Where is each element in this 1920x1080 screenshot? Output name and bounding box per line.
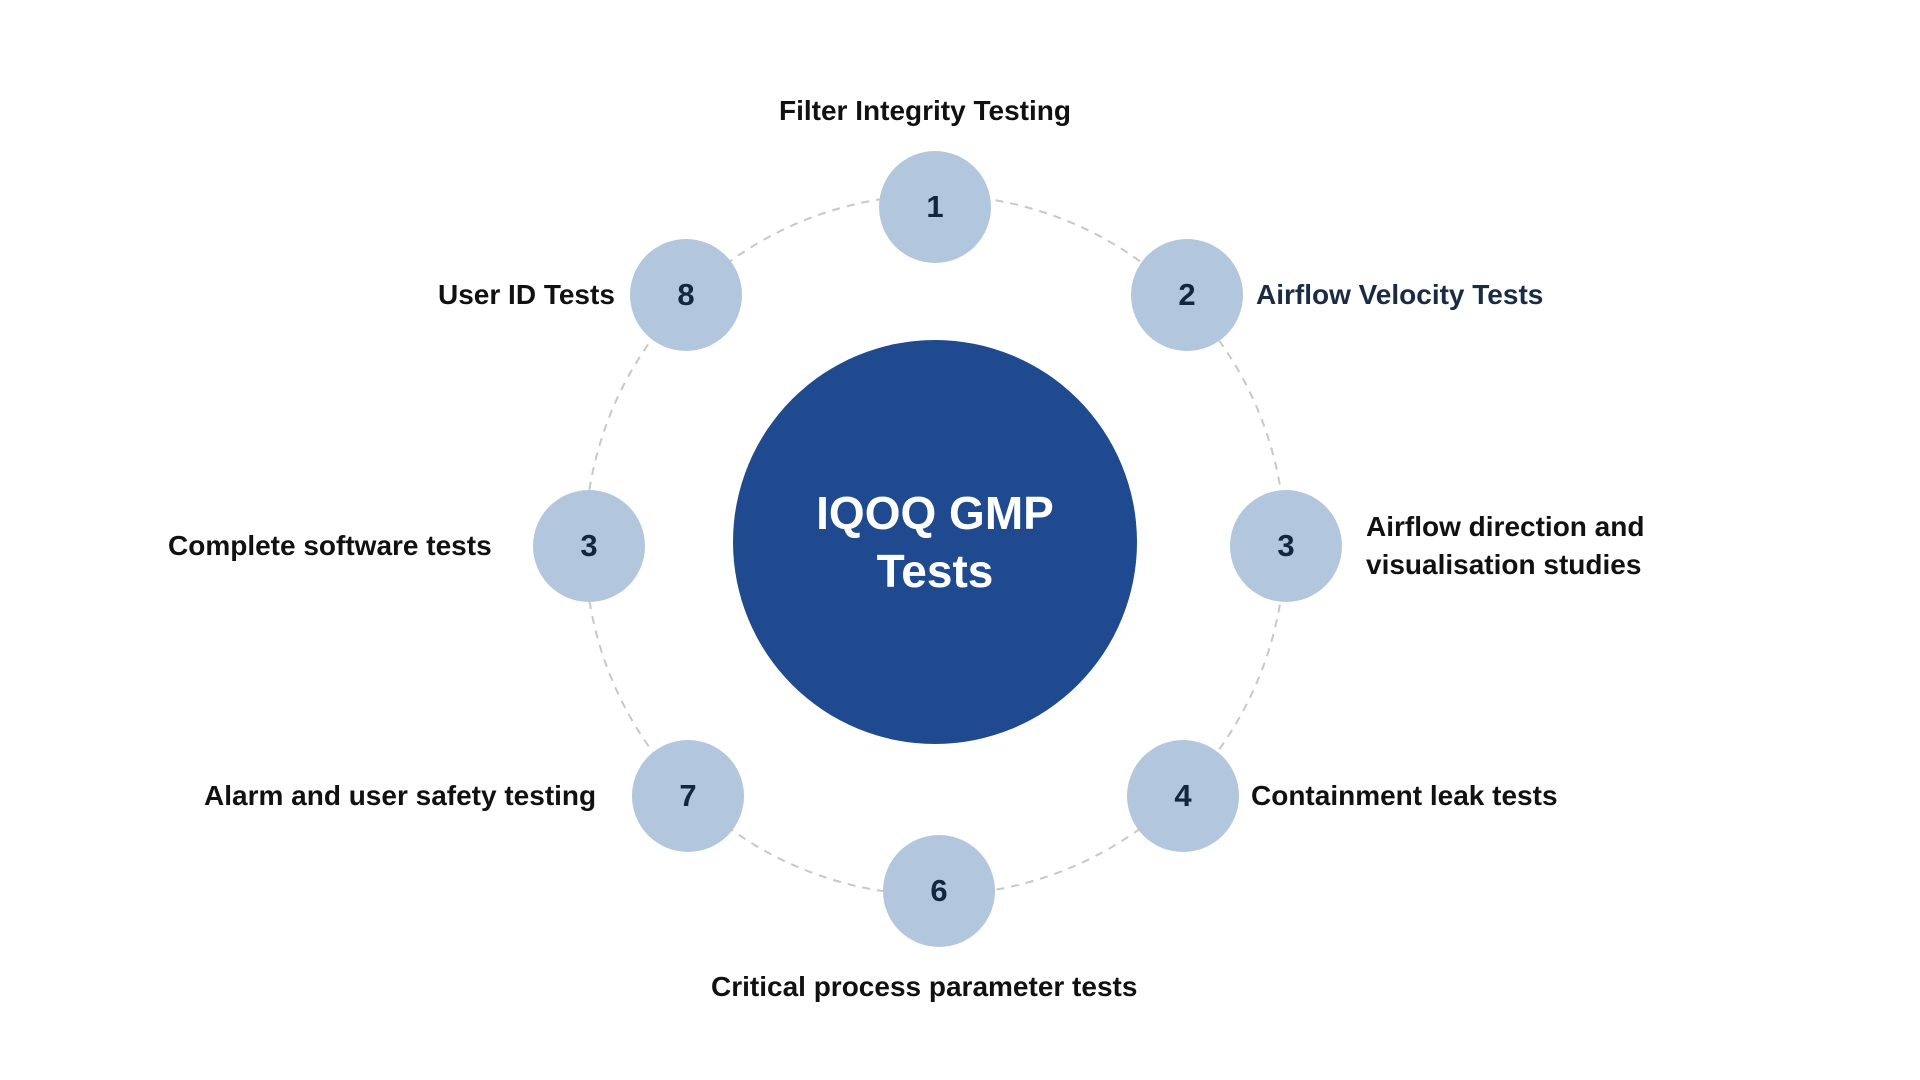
step-node-1: 1 bbox=[879, 151, 991, 263]
step-node-4: 4 bbox=[1127, 740, 1239, 852]
step-label-airflow-direction: Airflow direction and visualisation stud… bbox=[1366, 511, 1645, 580]
step-node-2: 2 bbox=[1131, 239, 1243, 351]
center-circle: IQOQ GMP Tests bbox=[733, 340, 1137, 744]
step-label-containment-leak: Containment leak tests bbox=[1251, 780, 1558, 811]
step-node-8: 8 bbox=[630, 239, 742, 351]
step-label-filter-integrity: Filter Integrity Testing bbox=[779, 95, 1071, 126]
step-label-airflow-velocity: Airflow Velocity Tests bbox=[1256, 279, 1544, 310]
step-label-user-id: User ID Tests bbox=[438, 279, 615, 310]
step-node-3-left: 3 bbox=[533, 490, 645, 602]
step-label-alarm-safety: Alarm and user safety testing bbox=[204, 780, 597, 811]
step-node-7: 7 bbox=[632, 740, 744, 852]
step-label-critical-process: Critical process parameter tests bbox=[711, 971, 1138, 1002]
step-label-complete-software: Complete software tests bbox=[168, 530, 492, 561]
center-title: IQOQ GMP Tests bbox=[816, 487, 1054, 597]
step-node-6: 6 bbox=[883, 835, 995, 947]
step-node-3-right: 3 bbox=[1230, 490, 1342, 602]
